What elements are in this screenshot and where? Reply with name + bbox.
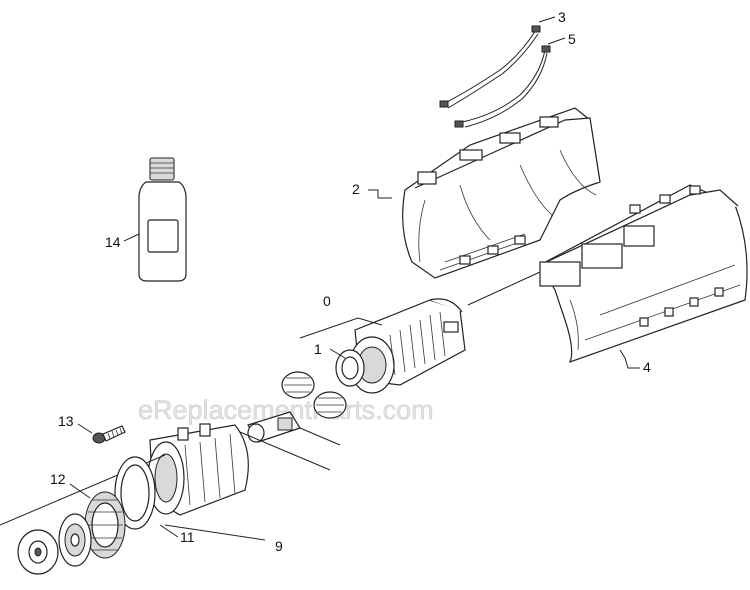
callout-5: 5 <box>568 31 576 47</box>
callout-12: 12 <box>50 471 66 487</box>
part-13-screw[interactable] <box>92 425 126 444</box>
planet-carrier[interactable] <box>58 513 92 567</box>
part-5-cable[interactable] <box>454 45 551 128</box>
callout-0: 0 <box>323 293 331 309</box>
part-1-bearing-ring[interactable] <box>335 349 365 387</box>
callout-5-leader <box>547 37 566 45</box>
part-0-motor-assembly[interactable] <box>349 298 466 394</box>
callout-0-bracket <box>299 317 383 339</box>
shaft-guide-2 <box>299 427 341 446</box>
callout-2: 2 <box>352 181 360 197</box>
callout-2-leader <box>368 189 392 199</box>
part-2-housing-upper[interactable] <box>402 107 601 279</box>
callout-13-leader <box>77 423 93 434</box>
callout-14-leader <box>123 233 140 242</box>
shaft-guide-1 <box>239 431 331 471</box>
callout-11-leader <box>159 524 179 538</box>
callout-12-leader <box>69 483 91 499</box>
gear-lower[interactable] <box>313 391 347 419</box>
callout-11: 11 <box>180 529 195 545</box>
motor-to-housing-line <box>467 271 541 306</box>
part-12-ring-gear[interactable] <box>84 491 126 559</box>
part-11-gasket[interactable] <box>114 456 156 530</box>
callout-4-leader <box>619 349 640 369</box>
part-9-gear-housing[interactable] <box>147 423 249 516</box>
callout-1: 1 <box>314 341 322 357</box>
part-4-housing-lower[interactable] <box>539 184 748 364</box>
gear-upper[interactable] <box>281 371 315 399</box>
part-14-bottle[interactable] <box>138 157 187 282</box>
callout-9: 9 <box>275 538 283 554</box>
callout-3-leader <box>538 16 556 23</box>
callout-3: 3 <box>558 9 566 25</box>
callout-14: 14 <box>105 234 121 250</box>
end-cap[interactable] <box>17 529 59 575</box>
part-3-cable[interactable] <box>439 25 541 109</box>
callout-4: 4 <box>643 359 651 375</box>
callout-13: 13 <box>58 413 74 429</box>
callout-1-leader <box>329 348 346 359</box>
watermark-text: eReplacementParts.com <box>138 395 434 425</box>
